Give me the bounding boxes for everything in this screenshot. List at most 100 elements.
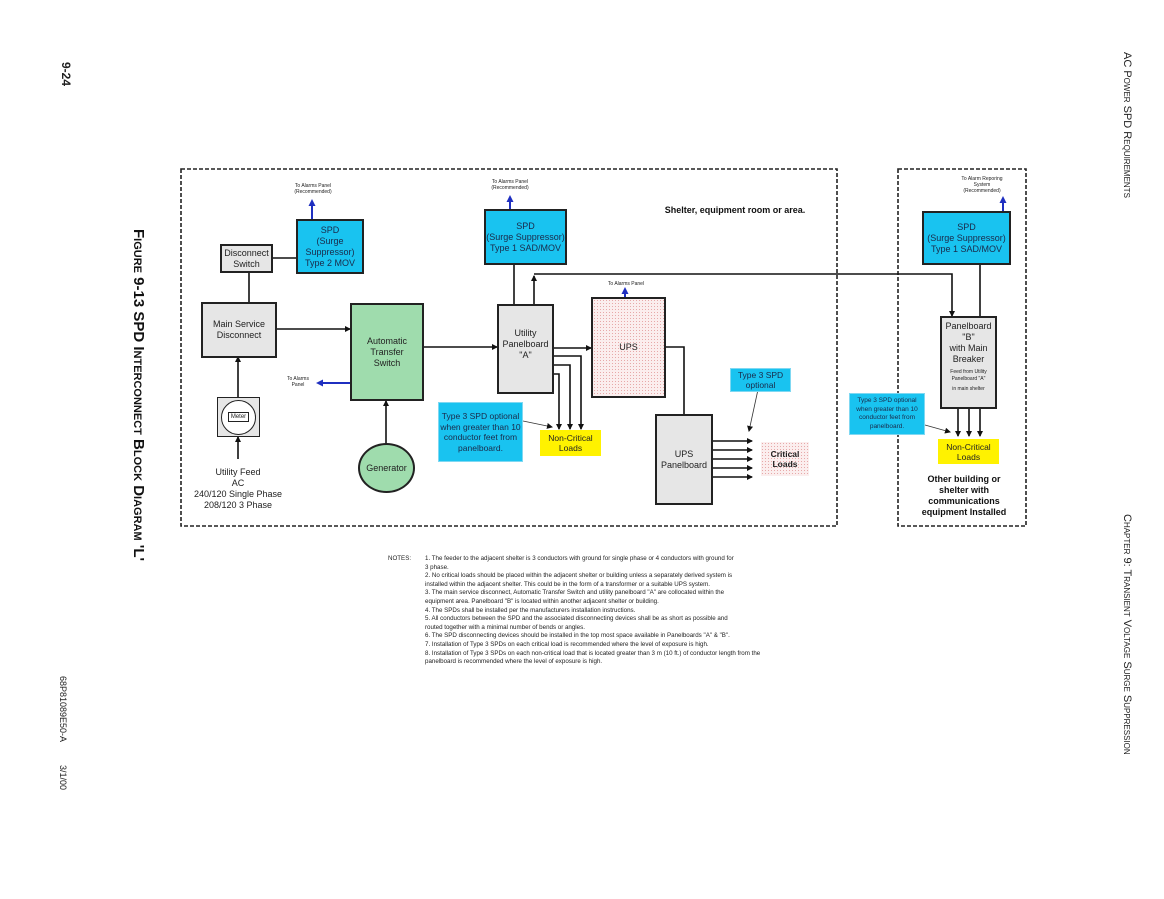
type3b-line3: conductor feet from — [859, 414, 915, 421]
wire-ups-ups-panel — [665, 346, 685, 414]
type3c-line2: optional — [745, 380, 776, 390]
meter-box: Meter — [217, 397, 260, 437]
spd1b-line3: Type 1 SAD/MOV — [930, 243, 1003, 254]
type3-optional-critical-note: Type 3 SPD optional — [730, 368, 791, 392]
type3b-line4: panelboard. — [869, 422, 905, 430]
ups-alarm-label: To Alarms Panel — [607, 281, 645, 287]
panel-b-line2: "B" — [962, 332, 975, 342]
spd-type2-box: SPD (Surge Suppressor) Type 2 MOV — [296, 219, 364, 274]
pointer-type3-a — [522, 420, 553, 429]
ups-box: UPS — [591, 297, 666, 398]
spd1b-alarm-line1: To Alarm Reporing — [961, 176, 1003, 182]
ncl-a-line1: Non-Critical — [548, 433, 593, 443]
critical-loads-box: Critical Loads — [761, 442, 809, 476]
wire-panel-a-load-3 — [553, 373, 562, 430]
notes-label: NOTES: — [388, 555, 412, 562]
feed-line1: Utility Feed — [215, 467, 261, 477]
panel-a-line2: Panelboard — [502, 339, 549, 349]
type3-optional-b-note: Type 3 SPD optional when greater than 10… — [849, 393, 925, 435]
ats-alarm-line2: Panel — [291, 382, 305, 388]
automatic-transfer-switch-box: Automatic Transfer Switch — [350, 303, 424, 401]
msd-line2: Disconnect — [216, 330, 262, 340]
ats-alarm-line1: To Alarms — [287, 376, 309, 382]
note-line: 2. No critical loads should be placed wi… — [425, 572, 733, 580]
ats-line3: Switch — [373, 357, 401, 368]
note-line: 3 phase. — [425, 563, 449, 571]
crit-line1: Critical — [770, 449, 800, 459]
note-line: 1. The feeder to the adjacent shelter is… — [425, 555, 734, 562]
wire-panel-a-load-1 — [553, 355, 584, 430]
spd1b-alarm-label: To Alarm Reporing System (Recommended) — [950, 176, 1014, 194]
spd2-line1: SPD — [320, 224, 340, 235]
ats-line2: Transfer — [370, 346, 404, 357]
pointer-type3-critical — [747, 384, 760, 432]
remote-shelter-boundary — [897, 168, 1027, 527]
spd2-line4: Type 2 MOV — [304, 257, 356, 268]
wire-panel-a-load-2 — [553, 364, 573, 430]
feed-line2: AC — [231, 478, 245, 488]
remote-area-label: Other building or shelter with communica… — [921, 474, 1007, 517]
msd-line1: Main Service — [212, 319, 266, 329]
type3b-line1: Type 3 SPD optional — [857, 397, 917, 404]
note-line: equipment area. Panelboard "B" is locate… — [425, 597, 659, 605]
spd2-alarm-label: To Alarms Panel (Recommended) — [283, 183, 343, 195]
spd2-line2: (Surge — [316, 235, 344, 246]
notes-list: 1. The feeder to the adjacent shelter is… — [425, 555, 845, 667]
panel-b-line1: Panelboard — [945, 321, 992, 331]
disconnect-switch-box: Disconnect Switch — [220, 244, 273, 273]
note-line: 6. The SPD disconnecting devices should … — [425, 632, 730, 640]
utility-panelboard-a-box: Utility Panelboard "A" — [497, 304, 554, 394]
note-line: 8. Installation of Type 3 SPDs on each n… — [425, 649, 761, 657]
note-line: routed together with a minimal number of… — [425, 623, 585, 631]
type3a-line3: conductor feet from — [443, 432, 518, 442]
spd-type1-b-box: SPD (Surge Suppressor) Type 1 SAD/MOV — [922, 211, 1011, 265]
spd2-alarm-line2: (Recommended) — [294, 189, 332, 195]
panelboard-b-box: Panelboard "B" with Main Breaker Feed fr… — [940, 316, 997, 409]
type3c-line1: Type 3 SPD — [737, 370, 784, 380]
pointer-type3-b — [924, 424, 951, 434]
wire-feed-to-b — [534, 273, 955, 317]
note-line: installed within the adjacent shelter. T… — [425, 580, 710, 588]
type3a-line2: when greater than 10 — [440, 421, 521, 432]
main-service-disconnect-box: Main Service Disconnect — [201, 302, 277, 358]
spd1b-alarm-line2: System — [973, 182, 991, 188]
crit-line2: Loads — [772, 459, 798, 469]
spd1a-alarm-line1: To Alarms Panel — [491, 179, 529, 185]
spd2-alarm-line1: To Alarms Panel — [294, 183, 332, 189]
noncritical-loads-a-box: Non-Critical Loads — [540, 430, 601, 456]
meter-circle: Meter — [221, 399, 256, 435]
main-area-label: Shelter, equipment room or area. — [664, 205, 806, 215]
spd1a-alarm-line2: (Recommended) — [491, 185, 529, 191]
note-line: 7. Installation of Type 3 SPDs on each c… — [425, 640, 709, 648]
ups-panel-line2: Panelboard — [660, 459, 708, 470]
spd1a-alarm-label: To Alarms Panel (Recommended) — [479, 179, 541, 191]
ats-alarm-label: To Alarms Panel — [280, 376, 316, 388]
ups-panel-line1: UPS — [674, 448, 694, 459]
type3a-line1: Type 3 SPD optional — [441, 411, 520, 421]
spd-type1-a-box: SPD (Surge Suppressor) Type 1 SAD/MOV — [484, 209, 567, 265]
spd1b-alarm-line3: (Recommended) — [963, 188, 1001, 194]
panel-b-sub1: Feed from Utility — [950, 369, 987, 375]
feed-line3: 240/120 Single Phase — [193, 489, 283, 499]
note-line: 4. The SPDs shall be installed per the m… — [425, 606, 636, 614]
spd2-line3: Suppressor) — [305, 246, 355, 257]
spd1a-line2: (Surge Suppressor) — [486, 231, 565, 242]
panel-a-line3: "A" — [519, 350, 532, 360]
panel-b-line3: with Main — [949, 343, 988, 353]
main-shelter-boundary — [180, 168, 838, 527]
ncl-a-line2: Loads — [558, 443, 583, 453]
ups-panelboard-box: UPS Panelboard — [655, 414, 713, 505]
ncl-b-line2: Loads — [956, 451, 981, 462]
note-line: panelboard is recommended where the leve… — [425, 658, 603, 666]
meter-label: Meter — [227, 412, 250, 422]
type3b-line2: when greater than 10 — [856, 405, 918, 413]
feed-line4: 208/120 3 Phase — [203, 500, 273, 510]
panel-a-line1: Utility — [514, 328, 537, 338]
spd1b-line1: SPD — [957, 221, 976, 232]
note-line: 5. All conductors between the SPD and th… — [425, 615, 728, 623]
panel-b-sub3: in main shelter — [952, 386, 985, 392]
panel-b-line4: Breaker — [952, 354, 985, 364]
type3a-line4: panelboard. — [458, 442, 503, 453]
spd1a-line3: Type 1 SAD/MOV — [489, 242, 562, 253]
